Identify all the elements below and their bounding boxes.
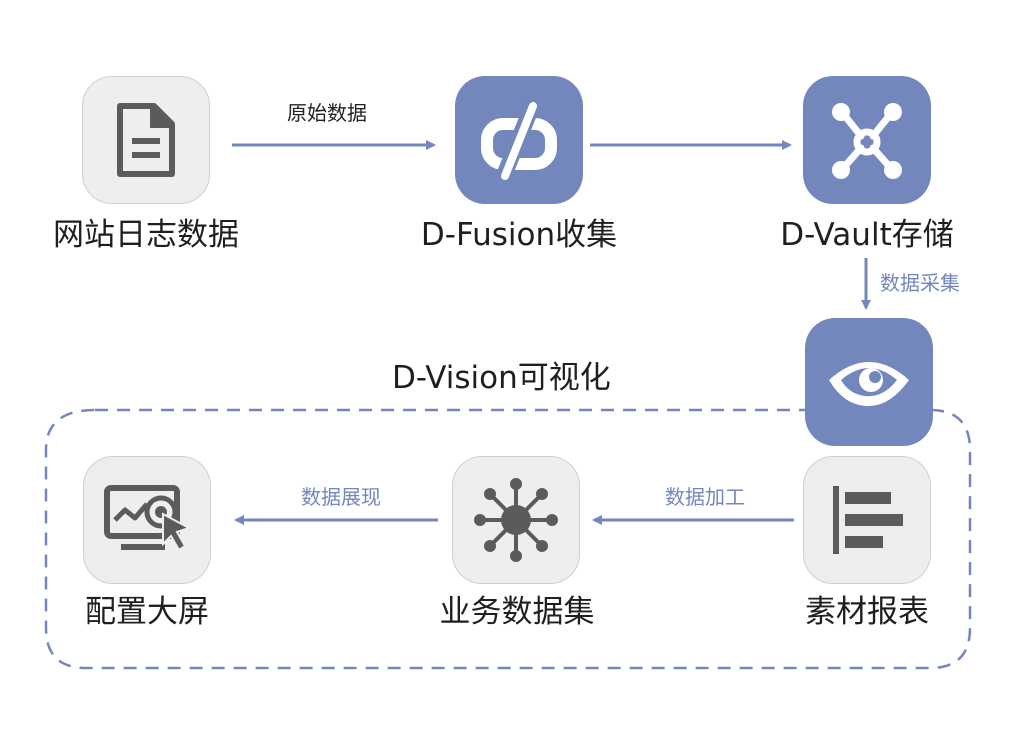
vault-logo-icon [832,103,902,179]
group-title: D-Vision可视化 [392,360,611,396]
dataset-node [452,456,580,584]
network-hub-icon [474,478,558,562]
report-label: 素材报表 [805,594,929,630]
report-node [803,456,931,584]
data-process-edge-label: 数据加工 [665,485,745,509]
weblog-node [82,76,210,204]
dataset-label: 业务数据集 [439,594,595,630]
fusion-node [455,76,583,204]
vault-node [803,76,931,204]
document-icon [117,103,175,177]
monitor-chart-icon [104,485,191,552]
fusion-logo-icon [481,100,557,182]
group-dashed-border [44,408,972,670]
vision-node [805,318,933,446]
eye-logo-icon [829,362,909,407]
data-collect-edge-label: 数据采集 [880,271,960,295]
screen-label: 配置大屏 [85,594,209,630]
bar-chart-icon [833,486,903,554]
data-display-edge-label: 数据展现 [301,485,381,509]
raw-data-edge-label: 原始数据 [287,101,367,125]
weblog-label: 网站日志数据 [53,217,239,253]
fusion-label: D-Fusion收集 [420,217,618,253]
vault-label: D-Vault存储 [780,217,954,253]
screen-node [83,456,211,584]
